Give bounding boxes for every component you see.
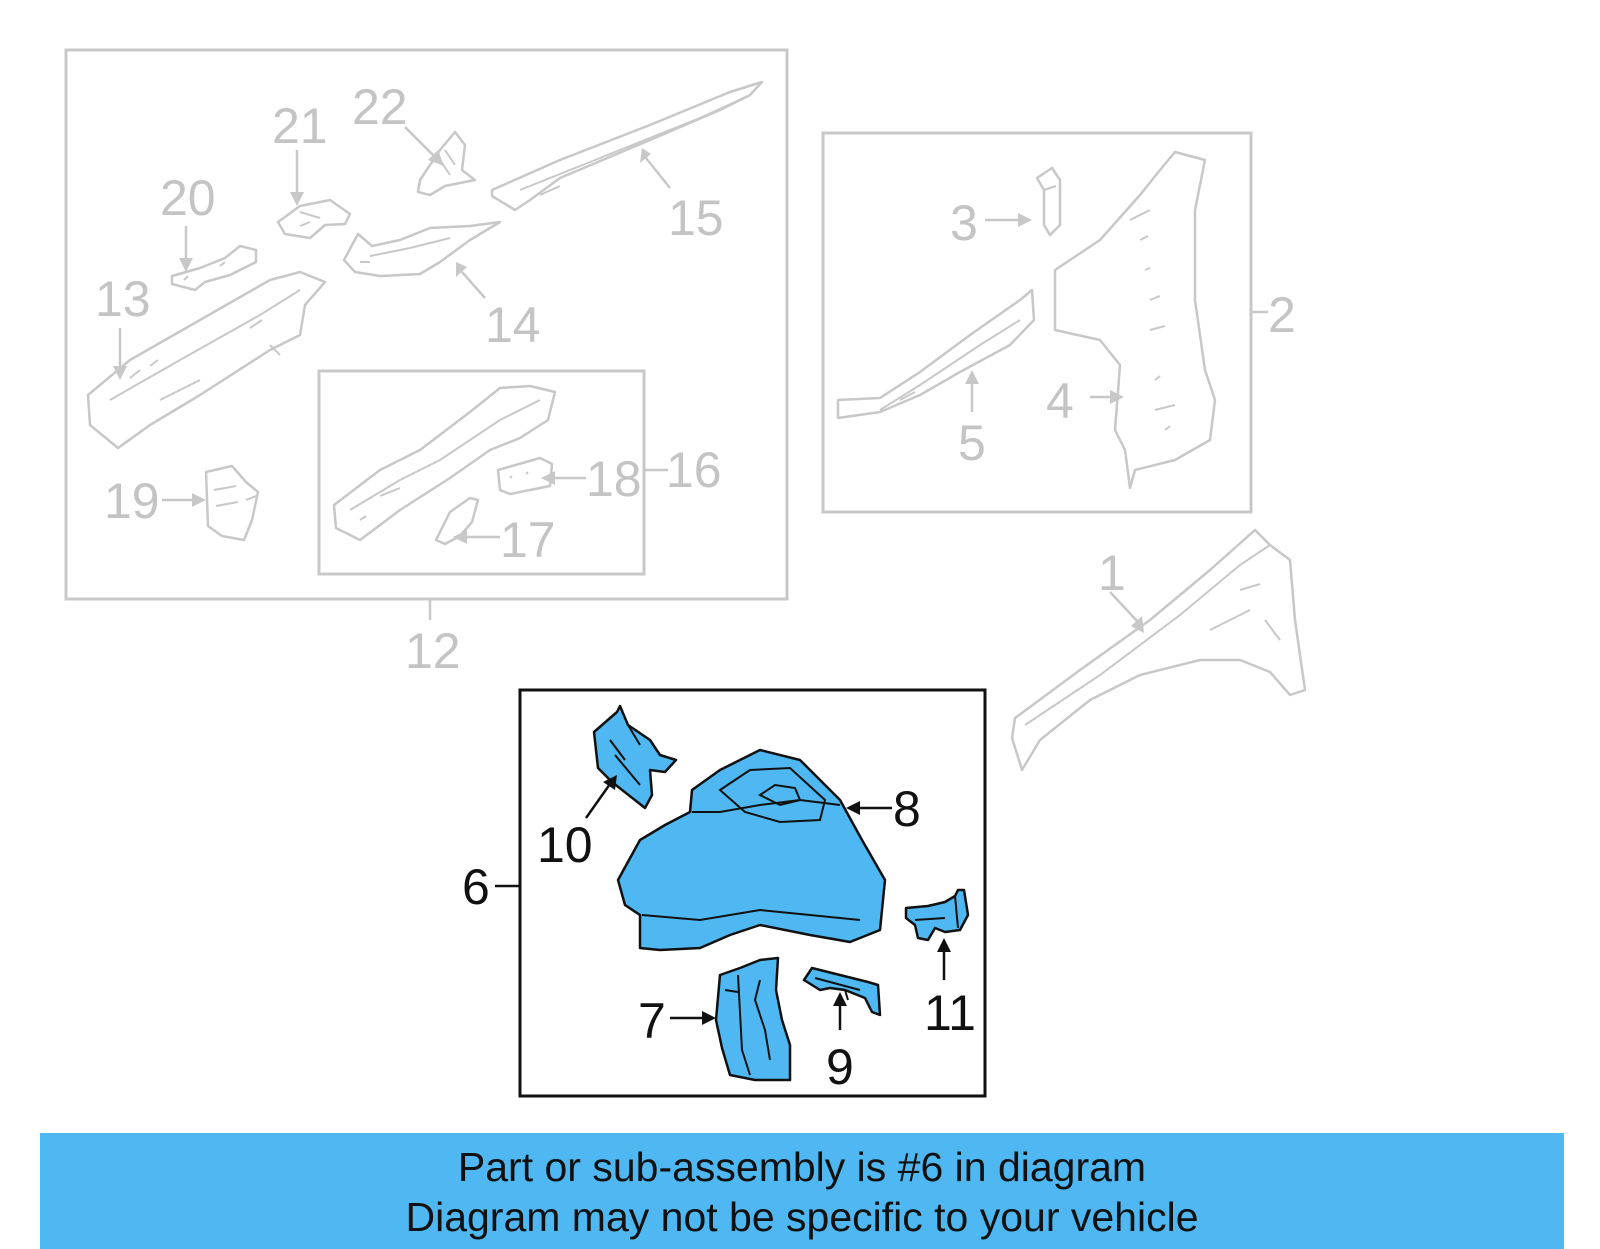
assembly-16-box	[317, 369, 646, 576]
callout-4[interactable]: 4	[1046, 373, 1074, 429]
part-15[interactable]	[490, 80, 764, 212]
callout-11[interactable]: 11	[924, 985, 976, 1041]
callout-21[interactable]: 21	[272, 98, 328, 154]
callout-19[interactable]: 19	[104, 473, 160, 529]
banner-line-2: Diagram may not be specific to your vehi…	[405, 1194, 1199, 1240]
callout-12[interactable]: 12	[405, 623, 461, 679]
part-20[interactable]	[170, 244, 258, 292]
callout-14[interactable]: 14	[485, 297, 541, 353]
part-22[interactable]	[416, 130, 477, 197]
assembly-12-group: 12 13 20 21 22	[64, 48, 789, 679]
assembly-2-box	[821, 131, 1253, 514]
part-17[interactable]	[434, 496, 480, 546]
callout-13[interactable]: 13	[95, 271, 151, 327]
callout-1[interactable]: 1	[1098, 545, 1126, 601]
callout-8[interactable]: 8	[893, 781, 921, 837]
part-13[interactable]	[86, 270, 327, 450]
part-8[interactable]	[616, 748, 887, 952]
assembly-6-box	[518, 688, 987, 1098]
assembly-12-box	[64, 48, 789, 601]
callout-7[interactable]: 7	[638, 993, 666, 1049]
banner-line-1: Part or sub-assembly is #6 in diagram	[457, 1144, 1147, 1190]
part-19[interactable]	[204, 464, 260, 542]
part-18[interactable]	[496, 456, 554, 496]
assembly-2-group: 2 4 3 5	[821, 131, 1296, 514]
callout-17[interactable]: 17	[500, 512, 556, 568]
callout-9[interactable]: 9	[826, 1039, 854, 1095]
part-11[interactable]	[904, 888, 970, 942]
part-4[interactable]	[1053, 150, 1217, 490]
callout-5[interactable]: 5	[958, 415, 986, 471]
callout-15[interactable]: 15	[668, 190, 724, 246]
callout-22[interactable]: 22	[352, 79, 408, 135]
callout-16[interactable]: 16	[666, 442, 722, 498]
part-21[interactable]	[276, 198, 352, 240]
callout-3[interactable]: 3	[950, 195, 978, 251]
parts-diagram: 12 13 20 21 22	[64, 48, 1307, 1098]
callout-10[interactable]: 10	[537, 817, 593, 873]
callout-2[interactable]: 2	[1268, 287, 1296, 343]
part-14[interactable]	[342, 220, 502, 278]
part-5[interactable]	[836, 288, 1036, 420]
part-7[interactable]	[714, 956, 792, 1082]
assembly-6-group: 6 8 10 11 7	[462, 688, 987, 1098]
part-1[interactable]	[1010, 528, 1307, 772]
part-9[interactable]	[802, 966, 882, 1017]
callout-18[interactable]: 18	[586, 451, 642, 507]
part-3[interactable]	[1035, 166, 1062, 237]
part-16-rail[interactable]	[332, 384, 557, 542]
callout-20[interactable]: 20	[160, 170, 216, 226]
callout-6[interactable]: 6	[462, 859, 490, 915]
part-10[interactable]	[592, 704, 678, 810]
info-banner: Part or sub-assembly is #6 in diagram Di…	[40, 1133, 1564, 1249]
